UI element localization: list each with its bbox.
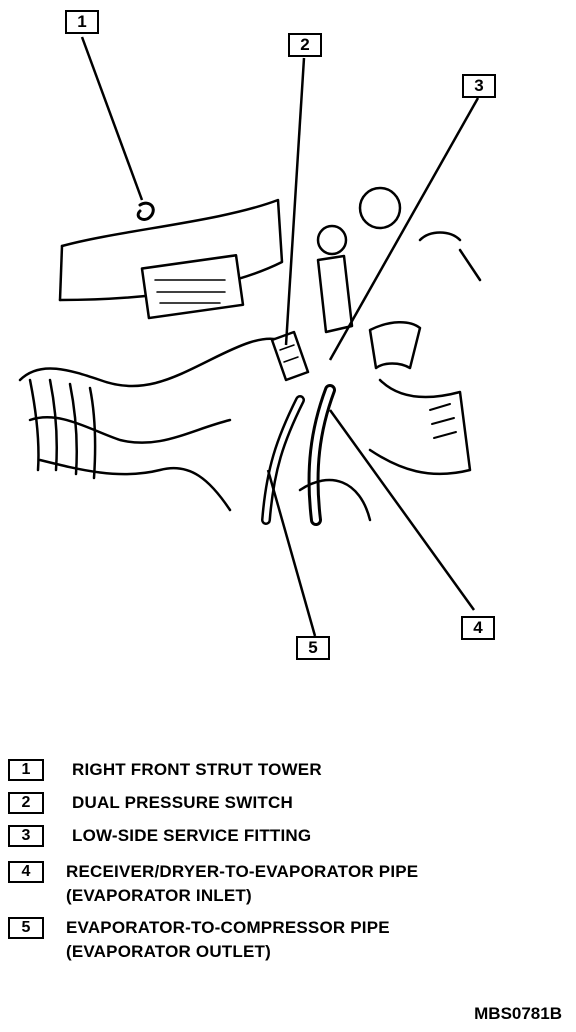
dual-pressure-switch bbox=[270, 330, 310, 382]
legend-line: (EVAPORATOR OUTLET) bbox=[66, 942, 271, 961]
evaporator-outlet-pipe bbox=[261, 395, 305, 525]
legend-number-box: 1 bbox=[8, 759, 44, 781]
legend-number-box: 3 bbox=[8, 825, 44, 847]
strut-tower-outline bbox=[58, 198, 284, 302]
leader-line-2 bbox=[284, 57, 306, 346]
legend-description: LOW-SIDE SERVICE FITTING bbox=[72, 824, 311, 848]
engine-bay-illustration bbox=[18, 36, 482, 637]
legend-item: 2 DUAL PRESSURE SWITCH bbox=[8, 791, 293, 815]
low-side-service-fitting bbox=[316, 254, 354, 334]
legend-line: EVAPORATOR-TO-COMPRESSOR PIPE bbox=[66, 918, 390, 937]
legend-description: DUAL PRESSURE SWITCH bbox=[72, 791, 293, 815]
figure-code: MBS0781B bbox=[474, 1004, 562, 1023]
legend-item: 1 RIGHT FRONT STRUT TOWER bbox=[8, 758, 322, 782]
leader-line-3 bbox=[328, 97, 480, 361]
callout-2-label: 2 bbox=[300, 35, 310, 54]
legend-number-box: 4 bbox=[8, 861, 44, 883]
legend-item: 5 EVAPORATOR-TO-COMPRESSOR PIPE (EVAPORA… bbox=[8, 916, 390, 964]
leader-line-4 bbox=[328, 409, 476, 611]
legend-description: RECEIVER/DRYER-TO-EVAPORATOR PIPE (EVAPO… bbox=[66, 860, 418, 908]
callout-1-label: 1 bbox=[77, 12, 87, 31]
legend-line: (EVAPORATOR INLET) bbox=[66, 886, 252, 905]
callout-1: 1 bbox=[65, 10, 99, 34]
callout-3: 3 bbox=[462, 74, 496, 98]
legend-number-box: 5 bbox=[8, 917, 44, 939]
legend-line: DUAL PRESSURE SWITCH bbox=[72, 793, 293, 812]
legend-number-box: 2 bbox=[8, 792, 44, 814]
legend-line: RIGHT FRONT STRUT TOWER bbox=[72, 760, 322, 779]
callout-2: 2 bbox=[288, 33, 322, 57]
callout-5: 5 bbox=[296, 636, 330, 660]
callout-5-label: 5 bbox=[308, 638, 318, 657]
legend-item: 3 LOW-SIDE SERVICE FITTING bbox=[8, 824, 311, 848]
callout-4-label: 4 bbox=[473, 618, 483, 637]
leader-line-5 bbox=[266, 469, 317, 637]
legend-description: EVAPORATOR-TO-COMPRESSOR PIPE (EVAPORATO… bbox=[66, 916, 390, 964]
callout-3-label: 3 bbox=[474, 76, 484, 95]
legend-line: LOW-SIDE SERVICE FITTING bbox=[72, 826, 312, 845]
callout-4: 4 bbox=[461, 616, 495, 640]
leader-line-1 bbox=[80, 36, 144, 201]
legend-description: RIGHT FRONT STRUT TOWER bbox=[72, 758, 322, 782]
legend-item: 4 RECEIVER/DRYER-TO-EVAPORATOR PIPE (EVA… bbox=[8, 860, 418, 908]
legend-line: RECEIVER/DRYER-TO-EVAPORATOR PIPE bbox=[66, 862, 419, 881]
